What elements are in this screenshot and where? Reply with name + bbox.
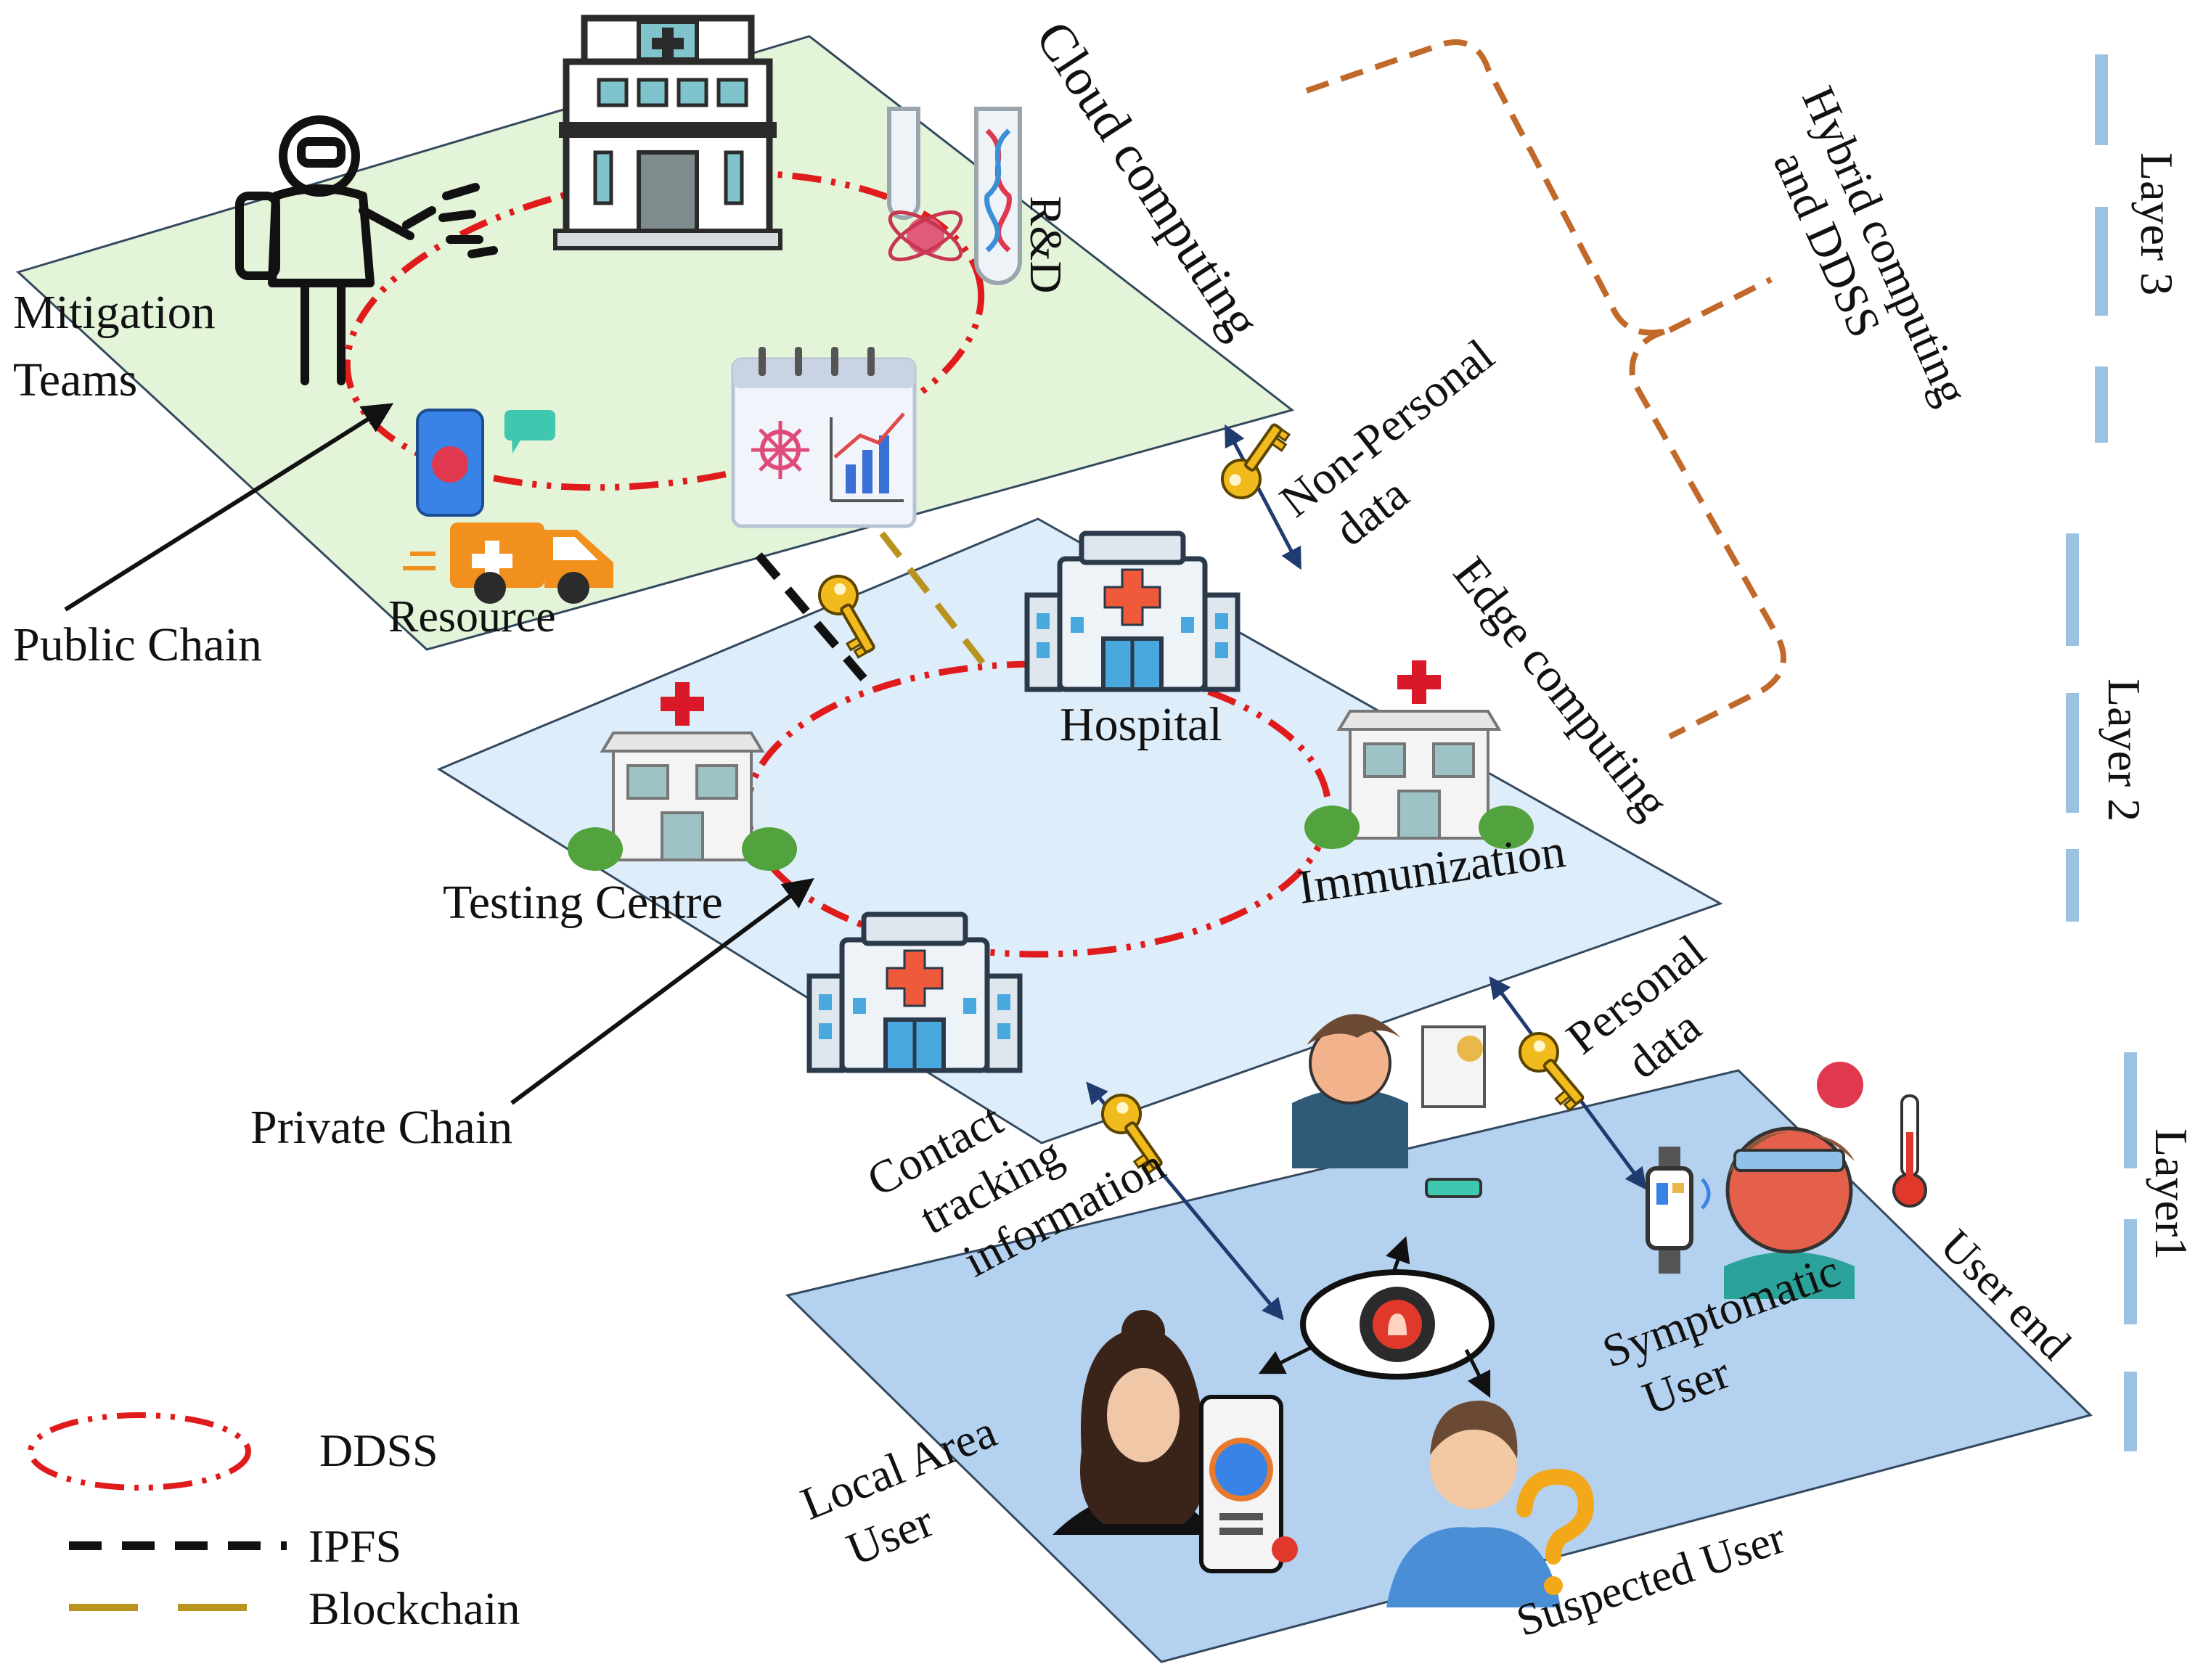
legend: DDSS IPFS Blockchain (28, 1412, 520, 1634)
ambulance-icon (403, 523, 613, 604)
resource-label: Resource (388, 592, 556, 642)
public-chain-label: Public Chain (13, 618, 262, 671)
non-personal-data-arrow (1225, 424, 1301, 570)
mitigation-teams-label: Mitigation Teams (13, 286, 227, 406)
hospital-label: Hospital (1060, 698, 1222, 751)
sick-user-icon (1724, 1062, 1927, 1299)
private-chain-arrow (510, 877, 814, 1105)
testing-centre-label: Testing Centre (443, 876, 723, 929)
alarm-eye-icon (1300, 1269, 1495, 1380)
hybrid-brace-tip (1668, 276, 1773, 333)
hybrid-brace-path (1305, 39, 1786, 739)
private-chain-label: Private Chain (250, 1101, 512, 1154)
suspected-user-icon (1386, 1401, 1595, 1607)
vaccinated-user-icon (1292, 1014, 1486, 1198)
public-chain-arrow (64, 403, 394, 612)
layer2-label: Layer 2 (2098, 679, 2150, 821)
local-user-icon (1053, 1310, 1212, 1535)
analytics-board-icon (731, 347, 917, 528)
phone-thermometer-icon (1199, 1395, 1298, 1573)
rd-label: R&D (1021, 196, 1070, 293)
smartwatch-icon (1646, 1147, 1711, 1274)
legend-ddss-swatch (28, 1412, 251, 1491)
alert-arrow-up (1386, 1236, 1410, 1273)
legend-blockchain-label: Blockchain (308, 1583, 520, 1634)
research-building-icon (553, 15, 782, 250)
hazmat-worker-icon (235, 115, 498, 385)
hybrid-computing-label: Hybrid computing and DDSS (1744, 79, 1983, 444)
ipfs-link-line (755, 552, 867, 681)
blockchain-link-line (879, 531, 986, 666)
legend-ipfs-label: IPFS (308, 1520, 401, 1572)
alert-arrow-right (1464, 1348, 1491, 1398)
mobile-alert-icon (416, 409, 555, 517)
lab-flasks-dna-icon (887, 107, 1022, 285)
layer1-label: Layer1 (2146, 1128, 2197, 1260)
alert-arrow-left (1258, 1344, 1315, 1374)
non-personal-data-label: Non-Personal data (1270, 322, 1548, 572)
legend-ddss-label: DDSS (319, 1425, 438, 1476)
layer3-label: Layer 3 (2131, 152, 2183, 295)
